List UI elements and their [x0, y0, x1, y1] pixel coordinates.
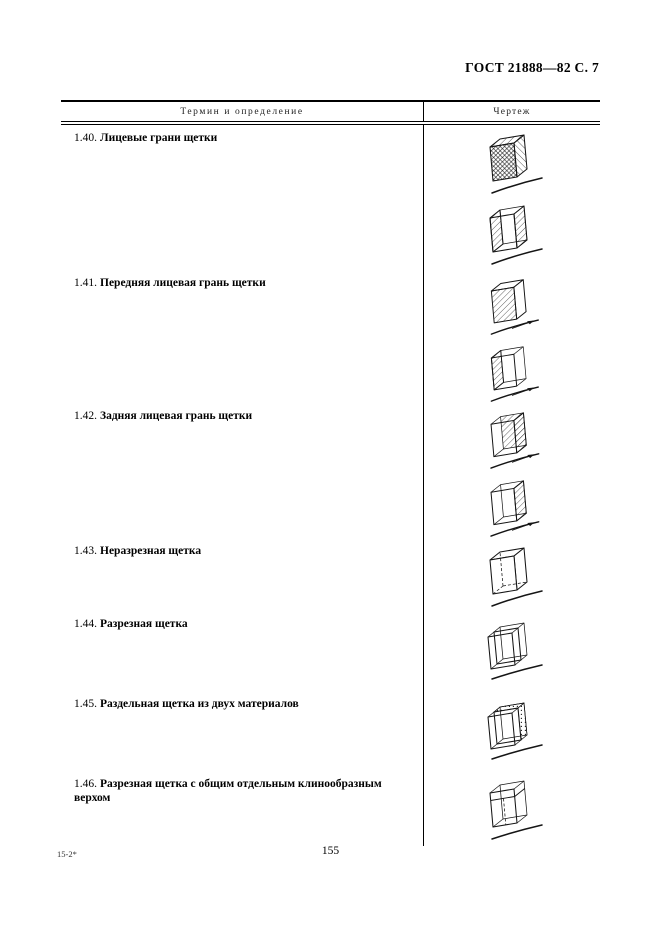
term-text: Лицевые грани щетки	[100, 132, 218, 144]
header-double-rule	[61, 121, 600, 125]
table-row: 1.46.Разрезная щетка с общим отдельным к…	[61, 771, 600, 846]
term-number: 1.46.	[74, 778, 97, 790]
drawing-cell	[424, 403, 600, 538]
term-cell: 1.44.Разрезная щетка	[61, 611, 424, 691]
split-brush-two-plates-drawing	[487, 622, 543, 680]
drawing-cell	[424, 691, 600, 771]
term-text: Задняя лицевая грань щетки	[100, 410, 253, 422]
term-cell: 1.42.Задняя лицевая грань щетки	[61, 403, 424, 538]
table-header-row: Термин и определение Чертеж	[61, 102, 600, 121]
table-row: 1.42.Задняя лицевая грань щетки	[61, 403, 600, 538]
term-number: 1.42.	[74, 410, 97, 422]
print-signature: 15-2*	[57, 849, 77, 859]
term-number: 1.45.	[74, 698, 97, 710]
drawing-cell	[424, 125, 600, 270]
table-row: 1.45.Раздельная щетка из двух материалов	[61, 691, 600, 771]
term-number: 1.44.	[74, 618, 97, 630]
table-row: 1.43.Неразрезная щетка	[61, 538, 600, 611]
drawing-cell	[424, 538, 600, 611]
term-number: 1.41.	[74, 277, 97, 289]
term-number: 1.40.	[74, 132, 97, 144]
brush-face-sides-cross-hatched-drawing	[489, 134, 543, 194]
term-text: Разрезная щетка с общим отдельным клиноо…	[74, 778, 382, 805]
doc-reference: ГОСТ 21888—82 С. 7	[465, 60, 599, 75]
term-text: Передняя лицевая грань щетки	[100, 277, 266, 289]
column-header-drawing: Чертеж	[493, 106, 531, 117]
table-row: 1.40.Лицевые грани щетки	[61, 125, 600, 270]
brush-wireframe-rear-side-hatched-drawing	[490, 480, 540, 537]
split-brush-wedge-top-drawing	[489, 780, 543, 840]
one-piece-brush-drawing	[489, 547, 543, 607]
page-number: 155	[321, 845, 340, 857]
term-cell: 1.46.Разрезная щетка с общим отдельным к…	[61, 771, 424, 846]
table-row: 1.44.Разрезная щетка	[61, 611, 600, 691]
term-cell: 1.41.Передняя лицевая грань щетки	[61, 270, 424, 403]
term-cell: 1.43.Неразрезная щетка	[61, 538, 424, 611]
drawing-cell	[424, 771, 600, 846]
column-header-term: Термин и определение	[61, 102, 424, 121]
term-cell: 1.40.Лицевые грани щетки	[61, 125, 424, 270]
term-cell: 1.45.Раздельная щетка из двух материалов	[61, 691, 424, 771]
drawing-cell	[424, 611, 600, 691]
brush-rear-face-hatched-drawing	[490, 412, 540, 469]
two-materials-brush-drawing	[487, 702, 543, 760]
table-row: 1.41.Передняя лицевая грань щетки	[61, 270, 600, 403]
term-text: Раздельная щетка из двух материалов	[100, 698, 299, 710]
term-number: 1.43.	[74, 545, 97, 557]
brush-front-face-hatched-drawing	[490, 279, 539, 335]
drawing-cell	[424, 270, 600, 403]
terms-table: Термин и определение Чертеж 1.40.Лицевые…	[61, 100, 600, 846]
term-text: Неразрезная щетка	[100, 545, 202, 557]
brush-wireframe-front-side-hatched-drawing	[490, 346, 539, 402]
brush-wireframe-face-sides-hatched-drawing	[489, 205, 543, 265]
term-text: Разрезная щетка	[100, 618, 188, 630]
